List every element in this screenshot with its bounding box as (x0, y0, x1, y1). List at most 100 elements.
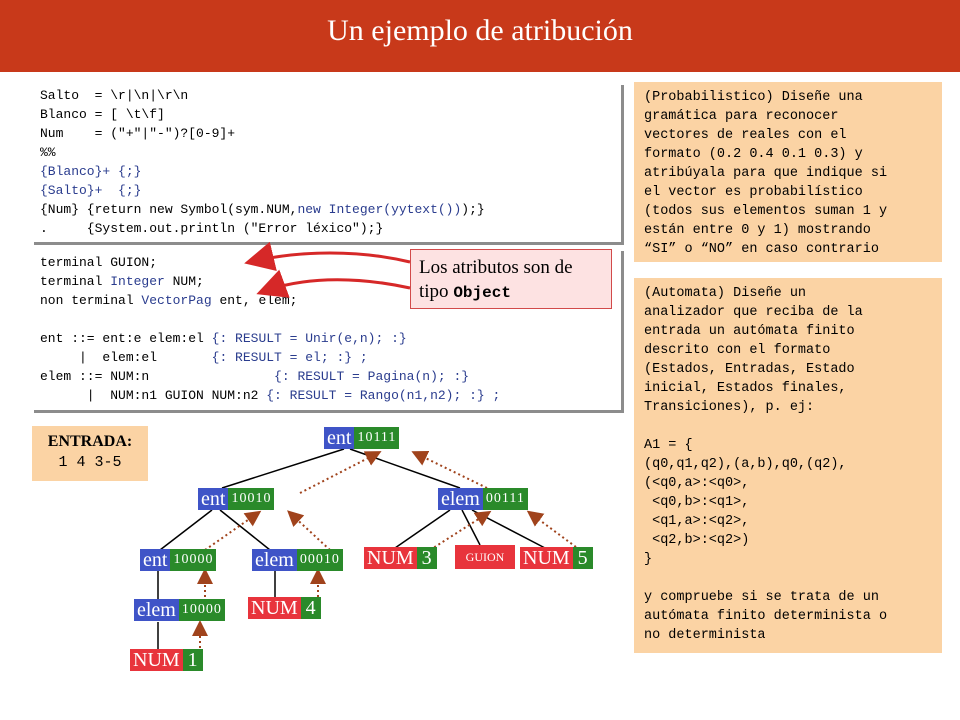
edge-root-ent (221, 448, 345, 489)
exercise1-line: atribúyala para que indique si (644, 166, 888, 181)
parser-kw: {: RESULT = Rango(n1,n2); :} ; (266, 388, 501, 403)
node-label: NUM (130, 649, 183, 671)
node-label: ent (324, 427, 355, 449)
node-bits: 10111 (354, 427, 400, 449)
node-bits: 10000 (170, 549, 217, 571)
parser-line: terminal GUION; (40, 253, 621, 272)
parser-kw: {: RESULT = el; :} ; (211, 350, 368, 365)
node-label: elem (134, 599, 179, 621)
parser-kw: {: RESULT = Unir(e,n); :} (211, 331, 407, 346)
exercise1-line: (todos sus elementos suman 1 y (644, 204, 888, 219)
node-label: NUM (520, 547, 573, 569)
lexer-line: {Blanco}+ {;} (40, 164, 142, 179)
exercise1-line: formato (0.2 0.4 0.1 0.3) y (644, 147, 863, 162)
callout-arrows (244, 241, 411, 298)
lexer-num-rule-a: {Num} {return new Symbol(sym.NUM, (40, 202, 298, 217)
node-label: elem (252, 549, 297, 571)
edge-elem-num3 (394, 509, 451, 549)
title-bar (0, 0, 960, 72)
parser-text: terminal (40, 274, 111, 289)
exercise2-line: <q0,b>:<q1>, (644, 495, 750, 510)
parser-line: ent ::= ent:e elem:el {: RESULT = Unir(e… (40, 329, 621, 348)
tree-node-guion: GUION (455, 545, 515, 569)
attribute-arrows (192, 451, 581, 648)
parser-kw: Integer (110, 274, 165, 289)
exercise2-line: Transiciones), p. ej: (644, 400, 815, 415)
exercise1-line: (Probabilistico) Diseñe una (644, 90, 863, 105)
arrow-elemm-to-ent2 (287, 510, 331, 551)
arrow-num5-to-elem (526, 510, 581, 551)
exercise2-line: y compruebe si se trata de un (644, 590, 879, 605)
lexer-line: Blanco = [ \t\f] (40, 107, 165, 122)
parser-text: non terminal (40, 293, 142, 308)
node-label: ent (198, 488, 229, 510)
exercise2-line: entrada un autómata finito (644, 324, 855, 339)
lexer-error-rule: . {System.out.println ("Error léxico");} (40, 221, 384, 236)
attributes-callout: Los atributos son de tipo Object (410, 249, 612, 309)
parser-text: NUM; (164, 274, 204, 289)
parser-text: ent ::= ent:e elem:el (40, 331, 212, 346)
node-value: 5 (572, 547, 593, 569)
node-bits: 00111 (482, 488, 528, 510)
exercise2-line: inicial, Estados finales, (644, 381, 847, 396)
lexer-line: Salto = \r|\n|\r\n (40, 88, 189, 103)
node-label: NUM (248, 597, 301, 619)
node-value: 3 (416, 547, 437, 569)
exercise1-line: gramática para reconocer (644, 109, 839, 124)
callout-arrow-vectorpag (256, 269, 411, 298)
arrow-elem-to-root (411, 451, 488, 489)
node-bits: 10010 (228, 488, 275, 510)
exercise2-line: (Automata) Diseñe un (644, 286, 807, 301)
node-value: 1 (182, 649, 203, 671)
lexer-line: {Salto}+ {;} (40, 183, 142, 198)
callout-text: Los atributos son de tipo (419, 257, 573, 302)
exercise2-line: analizador que reciba de la (644, 305, 863, 320)
input-label: ENTRADA: (47, 433, 133, 450)
exercise2-line: no determinista (644, 628, 766, 643)
arrow-num3-to-elem (429, 510, 492, 551)
exercise1-line: “SI” o “NO” en caso contrario (644, 242, 879, 257)
lexer-num-rule-b: new Integer(yytext()) (297, 202, 462, 217)
edge-elem-guion (461, 509, 481, 546)
callout-arrow-integer (244, 241, 411, 271)
node-bits: 00010 (296, 549, 343, 571)
callout-code: Object (453, 284, 511, 302)
exercise2-line: (<q0,a>:<q0>, (644, 476, 750, 491)
parser-text: elem ::= NUM:n (40, 369, 275, 384)
lexer-num-rule-c: );} (461, 202, 485, 217)
parser-line: elem ::= NUM:n {: RESULT = Pagina(n); :} (40, 367, 621, 386)
lexer-line: Num = ("+"|"-")?[0-9]+ (40, 126, 236, 141)
lexer-code-box: Salto = \r|\n|\r\n Blanco = [ \t\f] Num … (31, 82, 621, 242)
parser-line: terminal Integer NUM; (40, 272, 621, 291)
node-label: NUM (364, 547, 417, 569)
exercise1-line: el vector es probabilístico (644, 185, 863, 200)
input-value: 1 4 3-5 (58, 454, 122, 471)
parser-text: | elem:el (40, 350, 212, 365)
parser-kw: {: RESULT = Pagina(n); :} (274, 369, 470, 384)
exercise1-line: están entre 0 y 1) mostrando (644, 223, 871, 238)
edge-elem-num5 (471, 509, 546, 549)
exercise-automata: (Automata) Diseñe un analizador que reci… (634, 278, 942, 653)
lexer-line: %% (40, 145, 56, 160)
exercise2-line: autómata finito determinista o (644, 609, 888, 624)
parser-text: terminal GUION; (40, 255, 158, 270)
parser-line: | elem:el {: RESULT = el; :} ; (40, 348, 621, 367)
exercise2-line: descrito con el formato (644, 343, 831, 358)
node-value: 4 (300, 597, 321, 619)
input-box: ENTRADA: 1 4 3-5 (32, 426, 148, 481)
parser-kw: VectorPag (141, 293, 212, 308)
node-label: ent (140, 549, 171, 571)
exercise2-line: (Estados, Entradas, Estado (644, 362, 855, 377)
node-label: elem (438, 488, 483, 510)
